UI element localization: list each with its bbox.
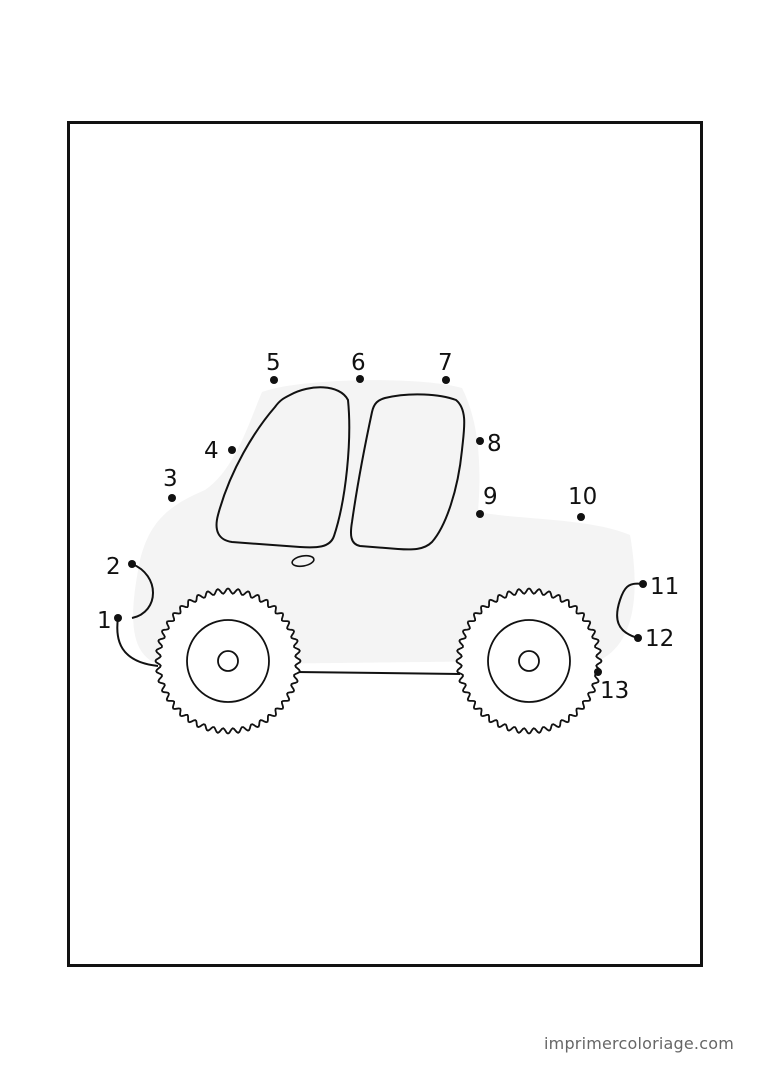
dot-9	[476, 510, 484, 518]
watermark-text: imprimercoloriage.com	[544, 1034, 734, 1053]
hub	[518, 650, 540, 672]
dot-label-8: 8	[487, 431, 502, 457]
front-wheel	[154, 587, 302, 735]
dot-4	[228, 446, 236, 454]
dot-label-7: 7	[438, 350, 453, 376]
dot-label-9: 9	[483, 484, 498, 510]
dot-label-3: 3	[163, 466, 178, 492]
dot-label-6: 6	[351, 350, 366, 376]
dot-12	[634, 634, 642, 642]
dot-13	[594, 668, 602, 676]
dot-label-13: 13	[600, 678, 629, 704]
dot-label-2: 2	[106, 554, 121, 580]
rear-window	[350, 393, 466, 551]
dot-2	[128, 560, 136, 568]
front-lower-line	[116, 617, 159, 667]
dot-label-11: 11	[650, 574, 679, 600]
rear-wheel	[455, 587, 603, 735]
page-frame	[67, 121, 703, 967]
rear-end-line	[616, 582, 643, 639]
dot-11	[639, 580, 647, 588]
dot-label-10: 10	[568, 484, 597, 510]
dot-label-1: 1	[97, 608, 112, 634]
underside-line	[295, 671, 461, 675]
dot-label-5: 5	[266, 350, 281, 376]
dot-1	[114, 614, 122, 622]
door-handle	[291, 554, 315, 568]
rear-bumper-line	[131, 563, 154, 619]
dot-label-12: 12	[645, 626, 674, 652]
front-window	[215, 386, 351, 549]
dot-10	[577, 513, 585, 521]
dot-6	[356, 375, 364, 383]
dot-7	[442, 376, 450, 384]
dot-8	[476, 437, 484, 445]
dot-5	[270, 376, 278, 384]
hub	[217, 650, 239, 672]
dot-3	[168, 494, 176, 502]
dot-label-4: 4	[204, 438, 219, 464]
